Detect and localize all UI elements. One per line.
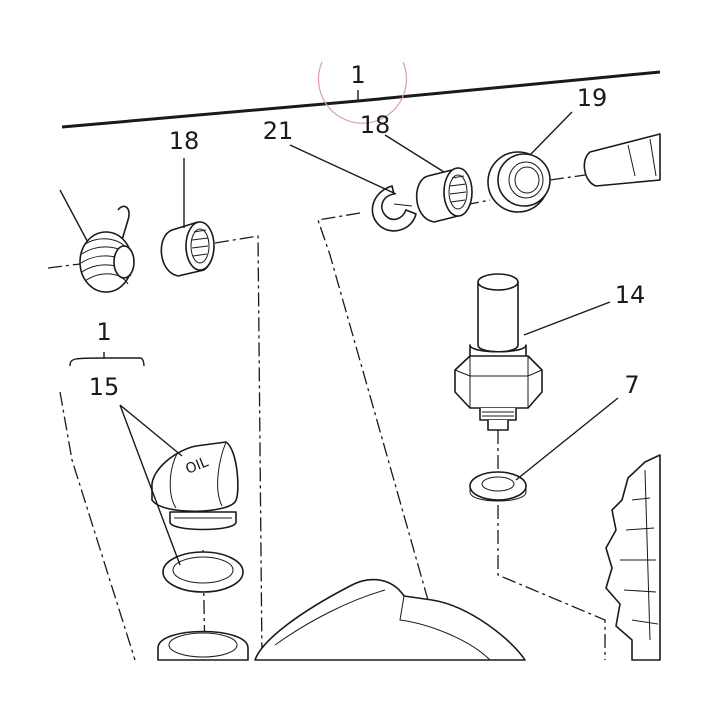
callout-14: 14 <box>615 281 646 309</box>
needle-bearing-left <box>160 221 215 277</box>
torsion-spring <box>59 189 135 293</box>
callout-21: 21 <box>263 117 294 145</box>
callouts: 1 18 21 18 19 14 7 1 15 <box>89 61 646 401</box>
circlip <box>371 185 417 232</box>
frame <box>61 70 661 129</box>
filler-neck <box>157 630 249 661</box>
leader-lines <box>69 111 619 566</box>
assembly-lines <box>47 174 606 661</box>
gear-fragment <box>605 454 661 661</box>
callout-18-right: 18 <box>360 111 391 139</box>
callout-15: 15 <box>89 373 120 401</box>
cap-o-ring <box>162 551 244 593</box>
highlight-circle <box>317 61 408 124</box>
oil-seal <box>487 151 551 213</box>
callout-18-left: 18 <box>169 127 200 155</box>
needle-bearing-right <box>415 167 473 223</box>
callout-1-top: 1 <box>350 61 365 89</box>
oil-filler-cap: OIL <box>151 441 239 531</box>
engine-case <box>254 578 526 661</box>
sealing-washer <box>469 471 527 502</box>
callout-1-oil-group: 1 <box>96 318 111 346</box>
callout-19: 19 <box>577 84 608 112</box>
shaft <box>583 133 661 187</box>
callout-7: 7 <box>624 371 639 399</box>
oil-pressure-sender <box>454 273 543 431</box>
